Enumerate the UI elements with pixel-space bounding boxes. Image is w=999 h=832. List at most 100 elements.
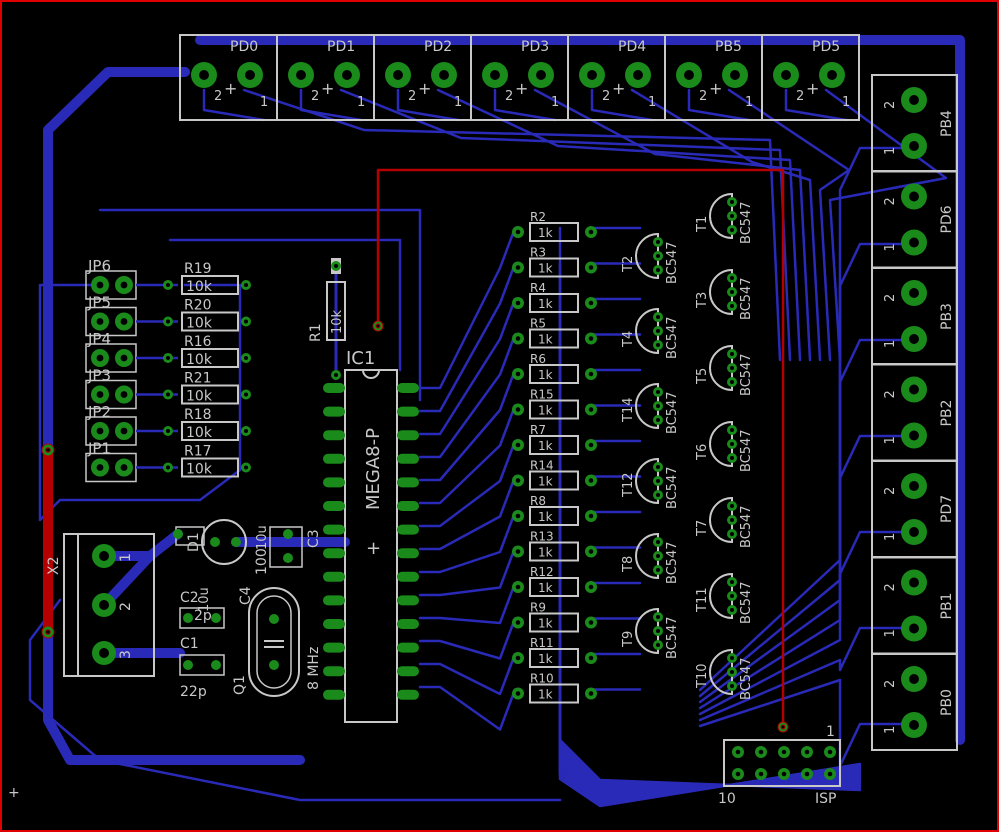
ic-pin-right-4 [397, 477, 419, 488]
transistor-group: BC547T2BC547T4BC547T14BC547T12BC547T8BC5… [621, 192, 754, 700]
transistors_col1-3-pin-2-hole [656, 493, 660, 497]
mid-resistor-8-value: 1k [538, 510, 553, 524]
transistors_col1-2-pin-2-hole [656, 418, 660, 422]
transistors_col2-3-part: BC547 [739, 429, 754, 472]
mid-resistor-2-pad-a-hole [515, 300, 521, 306]
top-connector-1-plus: + [321, 79, 334, 98]
mid-resistor-3-value: 1k [538, 333, 553, 347]
thin-trace-57 [698, 242, 920, 698]
top-connector-4-plus: + [612, 79, 625, 98]
mid-resistor-6-name: R7 [530, 423, 546, 437]
top-connector-0-plus: + [224, 79, 237, 98]
mid-resistor-1-pad-b-hole [588, 265, 594, 270]
mid-resistor-6-pad-b-hole [588, 442, 594, 448]
via-pad-4-hole [780, 724, 786, 730]
isp-pin-bottom-0-hole [735, 771, 741, 777]
transistors_col2-1-pin-2-hole [730, 304, 734, 308]
mid-resistor-10-body [529, 577, 579, 597]
mid-resistor-0-body [529, 222, 579, 242]
capacitor-c1: C1 22p [179, 636, 225, 700]
mid-resistor-13-body [529, 683, 579, 704]
mid-resistor-7-body [529, 470, 579, 491]
top-connector-1-pad-2-hole [296, 70, 306, 80]
right-connector-1-pin1: 1 [883, 243, 898, 251]
top-connector-5-plus: + [709, 79, 722, 98]
ic-pin-left-3 [323, 453, 345, 464]
right-connector-4-pad-2-hole [909, 481, 919, 491]
ic-pin-left-0 [323, 383, 345, 393]
ic-pin-left-2 [323, 430, 345, 441]
right-connector-2-pad-2-hole [909, 288, 919, 298]
right-connector-0-pad-2-hole [909, 95, 919, 105]
thin-trace-66 [28, 598, 562, 802]
mid-resistor-6-value: 1k [538, 439, 553, 453]
thin-trace-53 [687, 88, 751, 122]
top-connector-0-label: PD0 [230, 39, 258, 55]
q1-value: 8 MHz [306, 647, 322, 690]
thick-trace-0 [43, 67, 190, 455]
top-connector-4-label: PD4 [618, 39, 646, 55]
mid-resistor-9-name: R13 [530, 530, 554, 544]
isp-pin-top-3-hole [804, 749, 810, 755]
ic-pin-left-1 [323, 406, 345, 417]
jumper-0-pad-b-hole [120, 281, 128, 289]
mid-resistor-8-pad-a-hole [515, 513, 521, 519]
transistors_col1-4-pin-0-hole [656, 540, 660, 544]
right-connector-1-pad-2-hole [909, 191, 919, 202]
transistors_col1-0-pin-2-hole [656, 268, 660, 272]
right-connector-2-pad-1-hole [909, 334, 919, 344]
isp-pin-top-0-hole [735, 749, 741, 755]
crystal-q1: Q1 8 MHz [232, 587, 322, 697]
jumper-3-pad-a-hole [96, 391, 104, 398]
jumper-1-pad-a-hole [96, 318, 104, 325]
transistors_col2-4-pin-1-hole [730, 518, 734, 522]
thin-trace-30 [418, 581, 517, 625]
transistors_col1-3-pin-0-hole [656, 465, 660, 469]
c3-name: C3 [306, 529, 322, 548]
transistors_col1-4-part: BC547 [665, 541, 680, 584]
isp-pin-top-4-hole [827, 749, 833, 755]
transistors_col1-3-part: BC547 [665, 466, 680, 509]
jumper-3-label: JP3 [87, 367, 111, 385]
mid-resistor-12-pad-a-hole [515, 655, 521, 661]
right-connector-5-pad-1-hole [909, 623, 919, 634]
mid-resistor-6-pad-a-hole [515, 442, 521, 448]
diode-d1: D1 [173, 526, 205, 552]
right-connector-6-label: PB0 [939, 689, 955, 716]
isp-name: ISP [815, 791, 836, 807]
ic-pin-left-4 [323, 477, 345, 488]
ic-pin-left-8 [323, 571, 345, 582]
top-connector-1-pad-1-hole [342, 70, 352, 80]
mid-resistor-10-value: 1k [538, 581, 553, 595]
left-resistor-4-name: R18 [184, 407, 212, 423]
transistors_col2-3-pin-1-hole [730, 442, 734, 446]
isp-pin-first: 1 [826, 724, 835, 740]
thin-trace-56 [698, 146, 920, 692]
middle-resistor-group: R21kR31kR41kR51kR61kR151kR71kR141kR81kR1… [512, 210, 597, 704]
transistors_col1-3-outline [635, 457, 659, 505]
right-connector-4-pin1: 1 [883, 533, 898, 541]
ic-pin-right-6 [397, 524, 419, 535]
top-connector-0-pad-1-hole [245, 70, 255, 80]
jumper-0-label: JP6 [87, 257, 111, 275]
mid-resistor-8-body [529, 506, 579, 526]
thin-trace-63 [38, 283, 202, 522]
mid-resistor-4-pad-b-hole [588, 371, 594, 377]
jumper-4-label: JP2 [87, 403, 111, 421]
capacitor-c3: C3 10u [255, 525, 322, 568]
left-resistor-0-value: 10k [186, 279, 213, 295]
thin-trace-3 [418, 262, 517, 413]
c4-value: 100 [254, 548, 270, 575]
left-resistor-2-pad-a-hole [166, 356, 170, 360]
thin-trace-49 [493, 88, 557, 122]
mid-resistor-2-value: 1k [538, 297, 553, 311]
c-extra-value: 10u [197, 587, 212, 612]
transistors_col1-0-name: T2 [621, 256, 636, 273]
right-connector-4-pad-1-hole [909, 527, 919, 537]
